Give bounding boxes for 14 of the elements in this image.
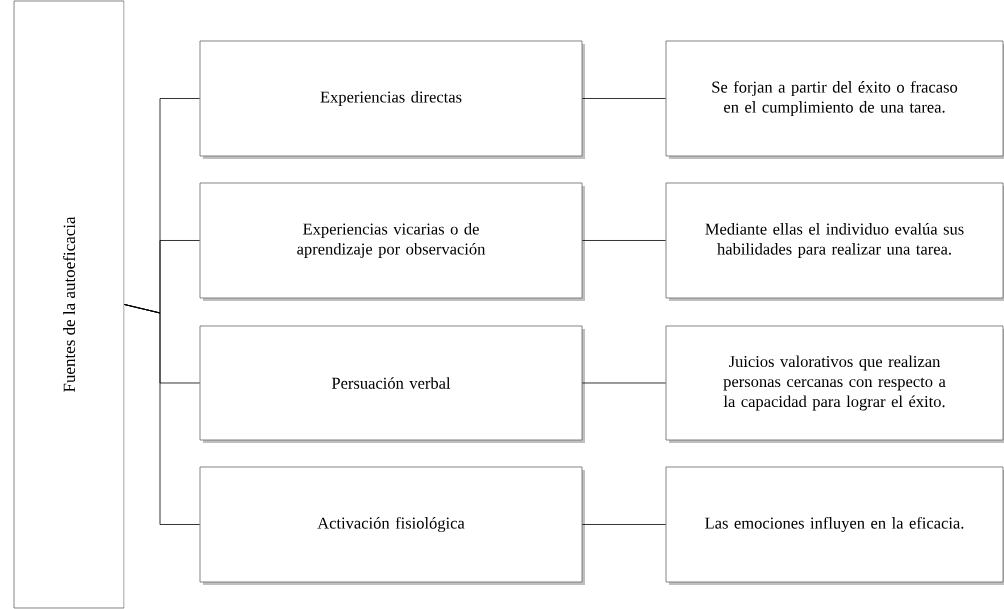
- vertical-title-box: Fuentes de la autoeficacia: [13, 0, 125, 609]
- concept-box: Persuación verbal: [199, 325, 585, 443]
- concept-box: Experiencias directas: [199, 40, 585, 159]
- connector-line: [582, 382, 666, 384]
- connector-line: [582, 98, 666, 99]
- connector-line: [582, 524, 666, 525]
- connector-line: [582, 240, 666, 241]
- description-box: Mediante ellas el individuo evalúa sus habilidades para realizar una tarea.: [665, 182, 1004, 301]
- connector-line: [124, 304, 200, 525]
- description-box: Las emociones influyen en la eficacia.: [665, 466, 1004, 585]
- description-box: Juicios valorativos que realizan personas cercanas con respecto a la capacidad para lograr el éxito.: [665, 325, 1004, 443]
- concept-box: Activación fisiológica: [199, 466, 585, 585]
- concept-box: Experiencias vicarias o de aprendizaje por observación: [199, 182, 585, 301]
- description-box: Se forjan a partir del éxito o fracaso en el cumplimiento de una tarea.: [665, 40, 1004, 159]
